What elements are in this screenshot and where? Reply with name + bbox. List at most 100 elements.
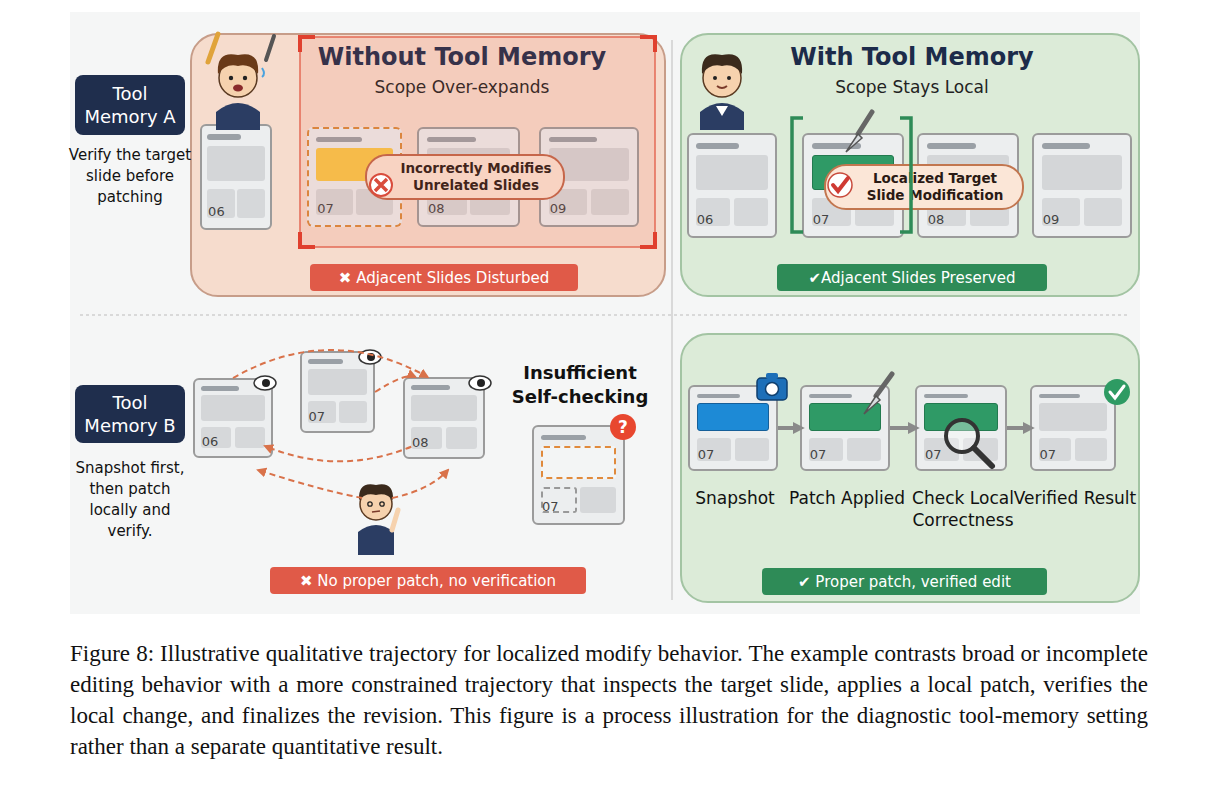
gaze-arrow — [392, 470, 448, 498]
slide-header-bar — [1042, 143, 1090, 149]
slide-content-block — [809, 403, 881, 431]
slide-header-bar — [927, 143, 976, 149]
slide-number: 07 — [317, 201, 334, 216]
slide-content-block — [1039, 403, 1108, 431]
side-note: Verify the target slide before patching — [68, 145, 192, 208]
slide-header-bar — [697, 394, 740, 399]
slide-thumb-block — [446, 427, 477, 449]
slide-header-bar — [696, 143, 739, 149]
camera-icon — [757, 373, 787, 400]
slide-thumb-block — [1075, 438, 1108, 461]
slide-number: 07 — [698, 447, 715, 462]
eye-icon — [254, 376, 276, 390]
node-text: ? — [618, 417, 628, 437]
panel-title: Without Tool Memory — [272, 43, 652, 71]
tool-memory-box: Tool Memory A — [75, 75, 185, 135]
flow-connector — [890, 426, 915, 430]
slide-thumbnail: 07Patch Applied — [800, 385, 890, 471]
slide-number: 06 — [208, 204, 225, 219]
panel-note: Insufficient Self-checking — [510, 361, 650, 409]
flow-connector — [375, 376, 415, 392]
comparison-panel: Without Tool MemoryScope Over-expands 06 0… — [190, 33, 666, 297]
node-text: ✖ No proper patch, no verification — [300, 572, 556, 590]
panel-subtitle: Scope Over-expands — [272, 77, 652, 97]
calm-person — [700, 54, 744, 130]
local-bracket — [792, 118, 911, 232]
slide-thumbnail: 06 — [687, 133, 777, 238]
scalpel-icon — [846, 112, 872, 152]
slide-thumb-block — [963, 438, 998, 461]
slide-thumbnail: 09 — [1032, 133, 1132, 238]
slide-header-bar — [809, 394, 852, 399]
status-bar: ✔ Proper patch, verified edit — [762, 568, 1047, 595]
slide-thumb-block — [734, 198, 768, 226]
comparison-panel: Insufficient Self-checking 06 07 08 07? ✖ No … — [185, 333, 665, 603]
gaze-arrow — [258, 470, 362, 498]
slide-header-bar — [812, 143, 861, 149]
check-icon — [828, 173, 852, 197]
node-text: ✖ Adjacent Slides Disturbed — [339, 269, 549, 287]
slide-thumb-block — [847, 438, 881, 461]
scalpel-icon — [864, 374, 892, 414]
slide-number: 09 — [1043, 212, 1060, 227]
node-text: Localized Target Slide Modification — [854, 170, 1016, 204]
step-label: Snapshot — [668, 487, 802, 509]
divider-line — [671, 40, 673, 600]
slide-thumbnail: 08 — [403, 377, 485, 459]
scope-bracket — [300, 37, 655, 247]
tool-memory-box: Tool Memory B — [75, 385, 185, 443]
figure-frame — [70, 12, 1140, 614]
slide-number: 07 — [542, 499, 559, 514]
slide-header-bar — [924, 394, 968, 399]
slide-content-block — [696, 155, 768, 189]
step-label: Check Local Correctness — [895, 487, 1031, 531]
slide-thumbnail: 06 — [193, 378, 273, 458]
confused-person — [358, 484, 398, 555]
slide-header-bar — [541, 435, 586, 441]
slide-header-bar — [207, 134, 241, 140]
eye-icon — [359, 350, 381, 364]
slide-header-bar — [316, 137, 362, 143]
slide-header-bar — [427, 137, 477, 143]
status-bar: ✔Adjacent Slides Preserved — [777, 264, 1047, 291]
slide-header-bar — [308, 359, 344, 364]
callout-box: Incorrectly Modifies Unrelated Slides — [365, 154, 565, 200]
node-text: ✔Adjacent Slides Preserved — [809, 269, 1016, 287]
slide-content-block — [201, 395, 265, 421]
slide-thumb-block — [237, 189, 264, 218]
slide-number: 08 — [928, 212, 945, 227]
stressed-person — [208, 34, 274, 130]
eye-icon — [469, 376, 491, 390]
magnifier-icon — [946, 420, 992, 466]
status-bar: ✖ Adjacent Slides Disturbed — [310, 264, 578, 291]
flow-connector — [1007, 426, 1030, 430]
slide-header-bar — [201, 386, 239, 391]
step-label: Patch Applied — [780, 487, 914, 509]
divider-line — [80, 314, 1130, 316]
slide-number: 09 — [550, 201, 567, 216]
slide-content-block — [207, 146, 264, 181]
slide-number: 07 — [810, 447, 827, 462]
slide-content-block — [541, 446, 616, 479]
slide-thumbnail: 07Check Local Correctness — [915, 385, 1007, 471]
slide-number: 07 — [308, 409, 325, 424]
side-note: Snapshot first, then patch locally and v… — [66, 458, 194, 542]
node-text: Tool Memory B — [79, 391, 181, 437]
slide-header-bar — [411, 385, 450, 390]
slide-header-bar — [549, 137, 597, 143]
slide-number: 07 — [813, 212, 830, 227]
question-badge: ? — [610, 414, 636, 440]
callout-box: Localized Target Slide Modification — [824, 164, 1024, 210]
check-badge — [1104, 379, 1130, 405]
step-label: Verified Result — [1010, 487, 1140, 509]
slide-number: 07 — [925, 447, 942, 462]
slide-number: 06 — [697, 212, 714, 227]
slide-thumbnail: 07Verified Result — [1030, 385, 1116, 471]
flow-connector — [233, 350, 428, 378]
slide-thumb-block — [1084, 198, 1122, 226]
slide-thumb-block — [235, 427, 265, 448]
flow-connector — [265, 446, 411, 461]
slide-thumbnail: 06 — [200, 124, 272, 230]
slide-thumb-block — [591, 189, 629, 216]
slide-header-bar — [1039, 394, 1080, 399]
